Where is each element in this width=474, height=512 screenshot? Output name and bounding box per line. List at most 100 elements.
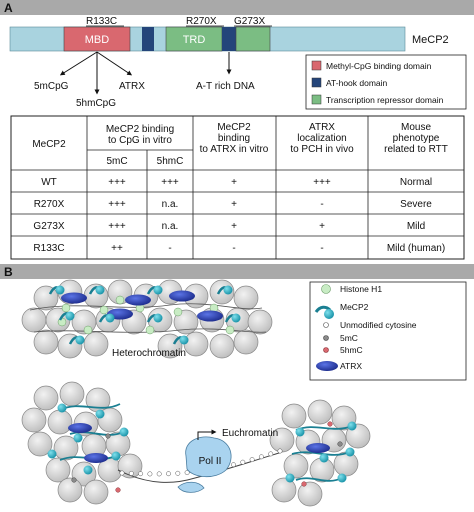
mutation-r270x: R270X (186, 16, 217, 27)
legend-a-box (305, 54, 467, 110)
table-cell: +++ (161, 177, 179, 188)
mecp2 (95, 285, 105, 295)
unmodified-cytosine (258, 454, 264, 460)
histone-h1 (99, 305, 109, 315)
atrx (306, 443, 330, 453)
legend-athook-label: AT-hook domain (326, 78, 388, 88)
table-cell: +++ (313, 177, 331, 188)
mecp2 (285, 473, 295, 483)
nucleosome (233, 285, 259, 311)
header-pch-3: to PCH in vivo (290, 144, 354, 155)
nucleosome (307, 399, 333, 425)
panel-b-header-bar (0, 264, 474, 279)
unmodified-cytosine (166, 471, 171, 477)
header-5mc: 5mC (106, 156, 127, 167)
unmodified-cytosine (231, 462, 236, 468)
legend-atrx-label: ATRX (340, 361, 362, 371)
table-cell: ++ (111, 243, 123, 254)
at-hook-2 (222, 27, 236, 51)
nucleosome (173, 309, 199, 335)
mecp2 (55, 285, 65, 295)
mecp2 (95, 409, 105, 419)
phenotype-table: MeCP2 MeCP2 binding to CpG in vitro 5mC … (10, 115, 465, 260)
table-cell: R270X (34, 199, 65, 210)
table-cell: n.a. (162, 221, 179, 232)
nucleosome (57, 477, 83, 503)
nucleosome (21, 407, 47, 433)
table-cell: WT (41, 177, 57, 188)
legend-mbd-label: Methyl-CpG binding domain (326, 61, 432, 71)
mecp2 (295, 427, 305, 437)
table-cell: + (231, 221, 237, 232)
legend-5mc-label: 5mC (340, 333, 358, 343)
arrow-to-atrx (96, 51, 133, 76)
mecp2 (179, 335, 189, 345)
atrx (84, 453, 108, 463)
table-cell: - (168, 243, 171, 254)
mecp2 (347, 421, 357, 431)
table-cell: Mild (human) (387, 243, 445, 254)
table-cell: + (231, 199, 237, 210)
histone-h1 (115, 295, 125, 305)
mecp2 (47, 449, 57, 459)
mecp2 (223, 285, 233, 295)
nucleosome (33, 385, 59, 411)
nucleosome (281, 403, 307, 429)
legend-mbd-swatch (311, 60, 322, 71)
header-5hmc: 5hmC (157, 156, 184, 167)
mecp2-icon (324, 309, 334, 319)
legend-histone-label: Histone H1 (340, 284, 382, 294)
mecp2 (65, 311, 75, 321)
panel-a-letter: A (4, 1, 13, 15)
atrx (61, 292, 87, 304)
euchromatin-region (21, 381, 371, 507)
5mc-icon (323, 335, 329, 341)
mutation-r133c: R133C (86, 16, 117, 27)
unmodified-cytosine (249, 457, 255, 463)
nucleosome (27, 431, 53, 457)
header-pheno-3: related to RTT (384, 144, 448, 155)
header-mecp2: MeCP2 (32, 139, 66, 150)
heterochromatin-label: Heterochromatin (112, 348, 186, 359)
nucleosome (59, 381, 85, 407)
atrx (169, 290, 195, 302)
nucleosome (83, 331, 109, 357)
header-cpg-1: MeCP2 binding (106, 124, 174, 135)
table-cell: Normal (400, 177, 432, 188)
at-hook-1 (142, 27, 154, 51)
table-cell: G273X (33, 221, 64, 232)
histone-h1 (225, 325, 235, 335)
table-cell: +++ (108, 177, 126, 188)
unmodified-cytosine (184, 470, 190, 476)
5mc (71, 477, 77, 483)
histone-h1 (61, 303, 71, 313)
panel-b-letter: B (4, 265, 13, 279)
legend-cytosine-label: Unmodified cytosine (340, 320, 417, 330)
atrx-icon (316, 361, 338, 371)
histone-h1 (173, 307, 183, 317)
header-pheno-2: phenotype (393, 133, 440, 144)
nucleosome (209, 333, 235, 359)
legend-mecp2-label: MeCP2 (340, 302, 369, 312)
table-cell: Severe (400, 199, 432, 210)
unmodified-cytosine (128, 470, 134, 476)
target-5mcpg: 5mCpG (34, 81, 69, 92)
mecp2 (75, 335, 85, 345)
atrx (125, 294, 151, 306)
panel-a-legend: Methyl-CpG binding domain AT-hook domain… (305, 54, 467, 110)
nucleosome (271, 477, 297, 503)
5mc (337, 441, 343, 447)
5mc (105, 433, 111, 439)
mecp2 (337, 473, 347, 483)
trd-label: TRD (183, 34, 206, 46)
mbd-label: MBD (85, 34, 110, 46)
target-at-rich-dna: A-T rich DNA (196, 81, 255, 92)
unmodified-cytosine (240, 459, 246, 465)
linker-dna (33, 328, 267, 333)
nucleosome (297, 481, 323, 507)
trd-domain-tail (235, 26, 271, 52)
nucleosome (183, 331, 209, 357)
mecp2 (57, 403, 67, 413)
table-border (10, 115, 465, 260)
mbd-domain (63, 26, 131, 52)
